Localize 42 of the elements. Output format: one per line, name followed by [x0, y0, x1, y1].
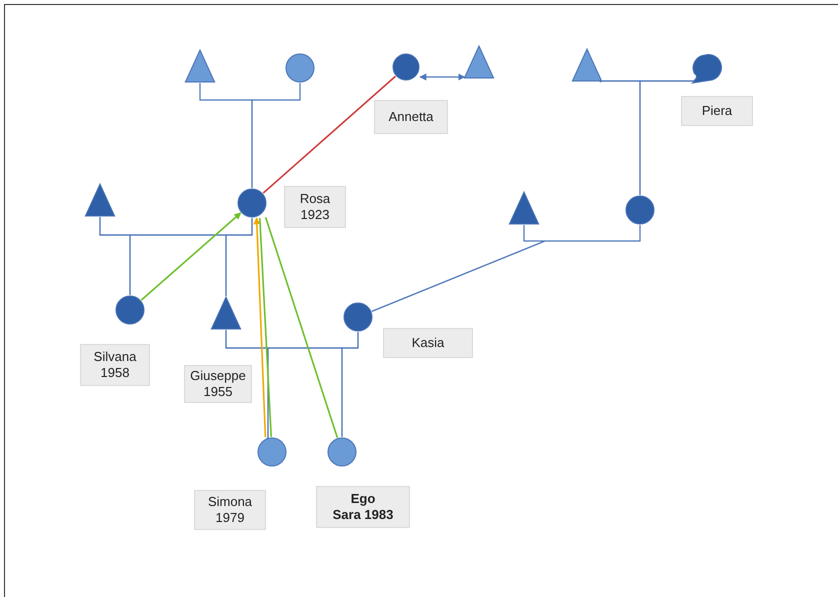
label-text: Kasia	[412, 335, 444, 351]
female-circle	[625, 195, 655, 225]
label-text: Simona 1979	[206, 494, 254, 526]
connector-line	[262, 76, 396, 194]
name-label	[80, 344, 150, 386]
label-text: Sara 1983	[332, 507, 394, 523]
connector-line	[639, 78, 696, 195]
connector-line	[372, 225, 641, 312]
name-label	[681, 96, 753, 126]
male-triangle	[462, 45, 496, 79]
male-triangle	[507, 191, 541, 225]
arrow	[253, 217, 266, 438]
label-text: Annetta	[388, 109, 434, 125]
arrow	[140, 212, 242, 301]
name-label	[374, 100, 448, 134]
label-text: Ego	[350, 491, 376, 507]
female-circle	[257, 437, 287, 467]
connector-line	[251, 83, 301, 188]
label-text: Giuseppe 1955	[189, 368, 247, 400]
name-label	[284, 186, 346, 228]
male-triangle	[209, 296, 243, 330]
label-text: Piera	[702, 103, 732, 119]
female-circle	[115, 295, 145, 325]
label-text: Rosa 1923	[298, 191, 332, 223]
connector-line	[264, 217, 338, 438]
connector-line	[225, 218, 253, 296]
name-label	[194, 490, 266, 530]
arrow	[419, 74, 466, 80]
name-label	[383, 328, 473, 358]
name-label	[184, 365, 252, 403]
connector-line	[258, 218, 272, 438]
connector-line	[341, 332, 359, 437]
name-label	[316, 486, 410, 528]
male-triangle	[570, 48, 604, 82]
female-circle	[237, 188, 267, 218]
female-circle	[327, 437, 357, 467]
label-text: Silvana 1958	[92, 349, 138, 381]
male-triangle	[183, 49, 217, 83]
female-circle	[392, 53, 420, 81]
female-circle	[343, 302, 373, 332]
male-triangle	[83, 183, 117, 217]
female-circle	[285, 53, 315, 83]
